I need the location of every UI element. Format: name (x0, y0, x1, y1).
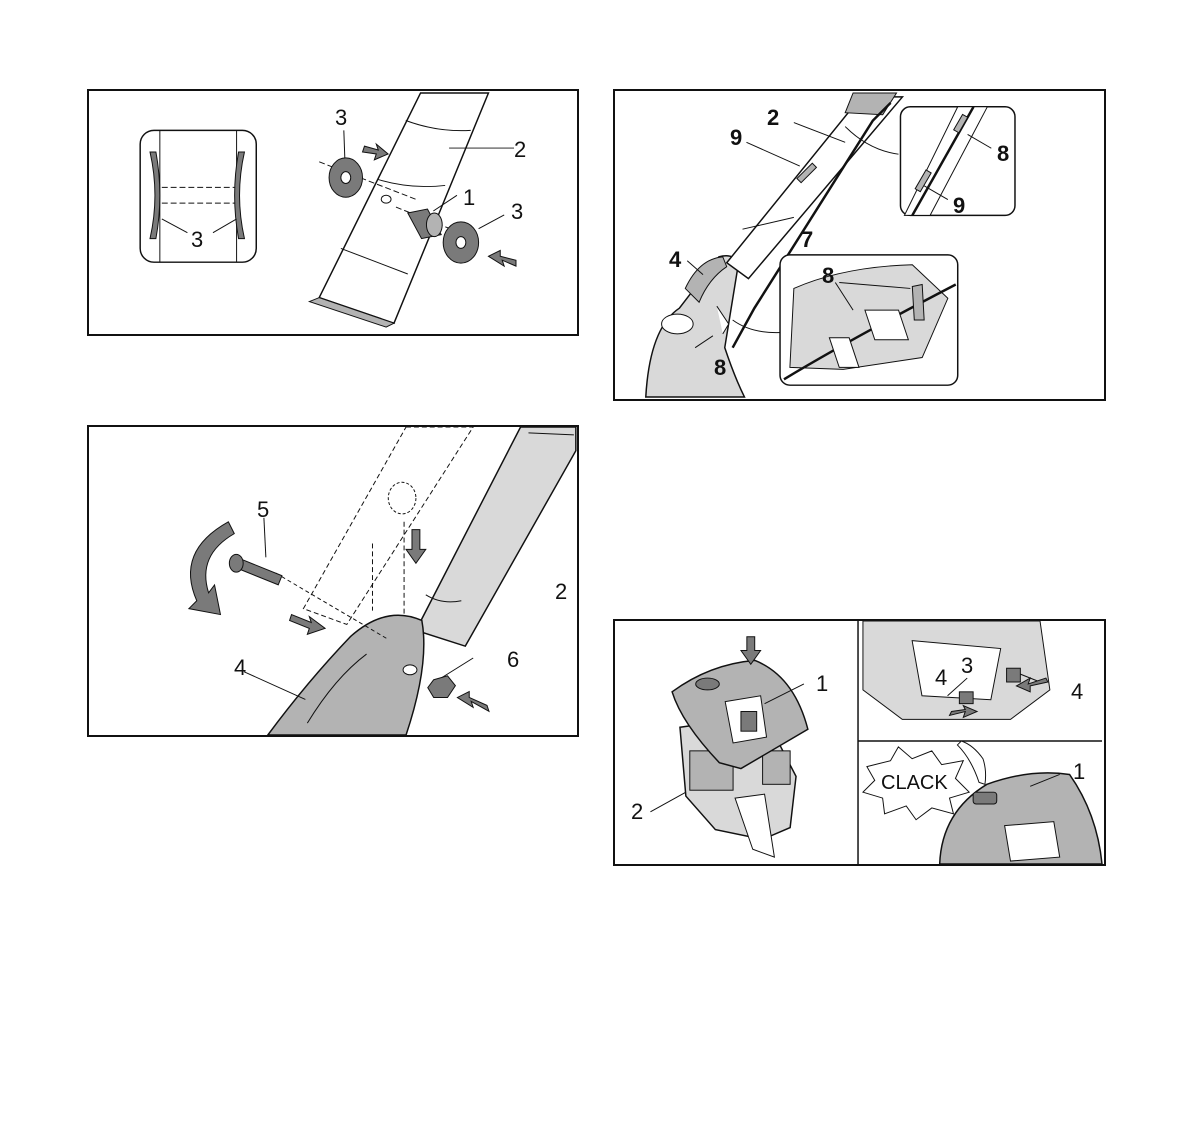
figure-1-illustration (89, 91, 577, 334)
label-shaft-2: 2 (514, 139, 526, 161)
label-pin-4-right: 4 (1071, 681, 1083, 703)
figure-3-panel: 5 2 6 4 (87, 425, 579, 737)
label-handle-2: 2 (555, 581, 567, 603)
arrow-push-screw (290, 615, 326, 635)
label-nut-6: 6 (507, 649, 519, 671)
arrow-push-nut (457, 692, 489, 712)
nut (428, 676, 456, 698)
label-pin-4-left: 4 (935, 667, 947, 689)
figure-2-illustration (615, 91, 1104, 399)
arrow-push-right (363, 144, 389, 160)
rotate-arrow (189, 522, 234, 615)
figure-3-illustration (89, 427, 577, 735)
label-inset-washer-3: 3 (191, 229, 203, 251)
clack-text: CLACK (881, 773, 948, 793)
arrow-push-left (488, 250, 516, 266)
mounting-sleeve (959, 692, 973, 704)
figure-2-panel: 2 9 7 4 8 8 9 8 (613, 89, 1106, 401)
figure-4-illustration (615, 621, 1104, 864)
label-sleeve-3: 3 (961, 655, 973, 677)
arrow-down (406, 530, 426, 564)
label-inset1-clip-8: 8 (997, 143, 1009, 165)
label-housing-2: 2 (631, 801, 643, 823)
label-cover-1: 1 (816, 673, 828, 695)
screw (238, 559, 282, 584)
label-washer-3b: 3 (511, 201, 523, 223)
label-bushing-1: 1 (463, 187, 475, 209)
label-cable-7: 7 (801, 229, 813, 251)
label-lever-4: 4 (669, 249, 681, 271)
figure-1-panel: 3 2 1 3 3 (87, 89, 579, 336)
mounting-pin (1007, 668, 1021, 682)
arrow-down (741, 637, 761, 665)
label-clip-8: 8 (714, 357, 726, 379)
label-cover-closed-1: 1 (1073, 761, 1085, 783)
label-inset1-tie-9: 9 (953, 195, 965, 217)
label-handle-2: 2 (767, 107, 779, 129)
bracket (268, 615, 424, 735)
handle-bar (727, 97, 903, 279)
label-screw-5: 5 (257, 499, 269, 521)
label-washer-3a: 3 (335, 107, 347, 129)
label-cable-tie-9: 9 (730, 127, 742, 149)
figure-4-panel: 1 2 4 3 4 1 CLACK (613, 619, 1106, 866)
label-bracket-4: 4 (234, 657, 246, 679)
label-inset2-clip-8: 8 (822, 265, 834, 287)
